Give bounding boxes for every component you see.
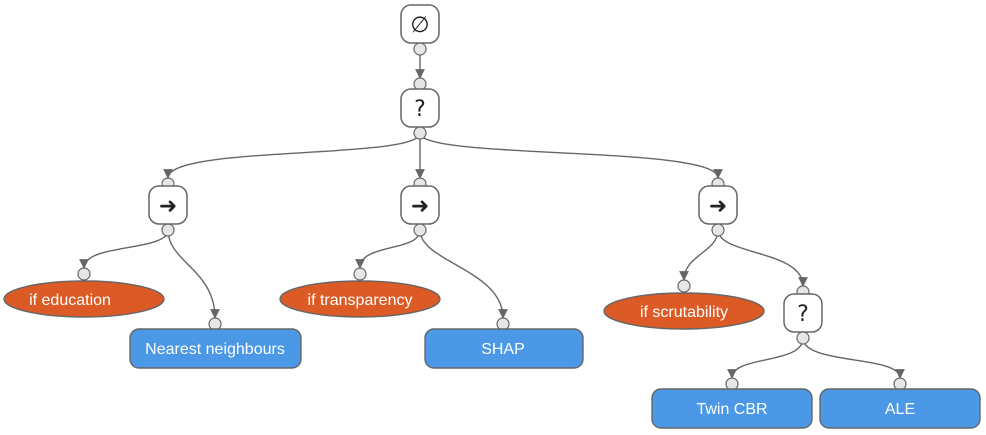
- sequence-node-2: ➜: [400, 177, 440, 237]
- action-2-in-port: [496, 317, 510, 331]
- selector-2-out-port: [796, 331, 810, 345]
- action-3-in-port: [725, 377, 739, 391]
- edge-selector-2-action-2: [802, 337, 905, 379]
- edge-selector-sequence-3: [419, 132, 723, 179]
- selector-out-port: [413, 126, 427, 140]
- selector-in-port: [413, 77, 427, 91]
- action-label: Twin CBR: [696, 401, 767, 418]
- edge-sequence-2-action: [419, 229, 508, 319]
- selector-node: ?: [400, 77, 440, 140]
- action-4-in-port: [893, 377, 907, 391]
- action-node-twin-cbr: Twin CBR: [651, 377, 813, 429]
- condition-1-in-port: [77, 267, 91, 281]
- sequence-2-out-port: [413, 223, 427, 237]
- action-label: SHAP: [481, 341, 525, 358]
- sequence-1-out-port: [161, 223, 175, 237]
- arrow-right-icon: ➜: [709, 194, 727, 219]
- condition-2-in-port: [353, 267, 367, 281]
- arrow-right-icon: ➜: [159, 194, 177, 219]
- condition-node-education: if education: [3, 267, 165, 318]
- question-mark-icon: ?: [414, 97, 426, 122]
- root-node: ∅: [400, 4, 440, 56]
- edge-sequence-3-selector: [717, 229, 808, 287]
- sequence-node-3: ➜: [698, 177, 738, 237]
- root-out-port: [413, 42, 427, 56]
- condition-label: if transparency: [308, 292, 413, 309]
- sequence-3-out-port: [711, 223, 725, 237]
- edge-selector-sequence-1: [163, 132, 421, 179]
- sequence-node-1: ➜: [148, 177, 188, 237]
- edge-sequence-1-action: [167, 229, 220, 319]
- edge-selector-2-action-1: [727, 337, 804, 379]
- action-node-nearest-neighbours: Nearest neighbours: [129, 317, 302, 369]
- question-mark-icon: ?: [797, 302, 809, 327]
- edge-sequence-3-condition: [679, 229, 719, 281]
- condition-node-scrutability: if scrutability: [603, 279, 765, 330]
- action-node-shap: SHAP: [424, 317, 584, 369]
- condition-3-in-port: [677, 279, 691, 293]
- action-node-ale: ALE: [819, 377, 981, 429]
- condition-label: if education: [29, 292, 111, 309]
- action-1-in-port: [208, 317, 222, 331]
- condition-node-transparency: if transparency: [279, 267, 441, 318]
- action-label: Nearest neighbours: [145, 341, 285, 358]
- selector-node-2: ?: [783, 285, 823, 345]
- edge-sequence-1-condition: [79, 229, 169, 269]
- action-label: ALE: [885, 401, 915, 418]
- arrow-right-icon: ➜: [411, 194, 429, 219]
- condition-label: if scrutability: [640, 304, 728, 321]
- empty-set-icon: ∅: [410, 13, 429, 38]
- edges: [79, 49, 905, 379]
- edge-sequence-2-condition: [355, 229, 421, 269]
